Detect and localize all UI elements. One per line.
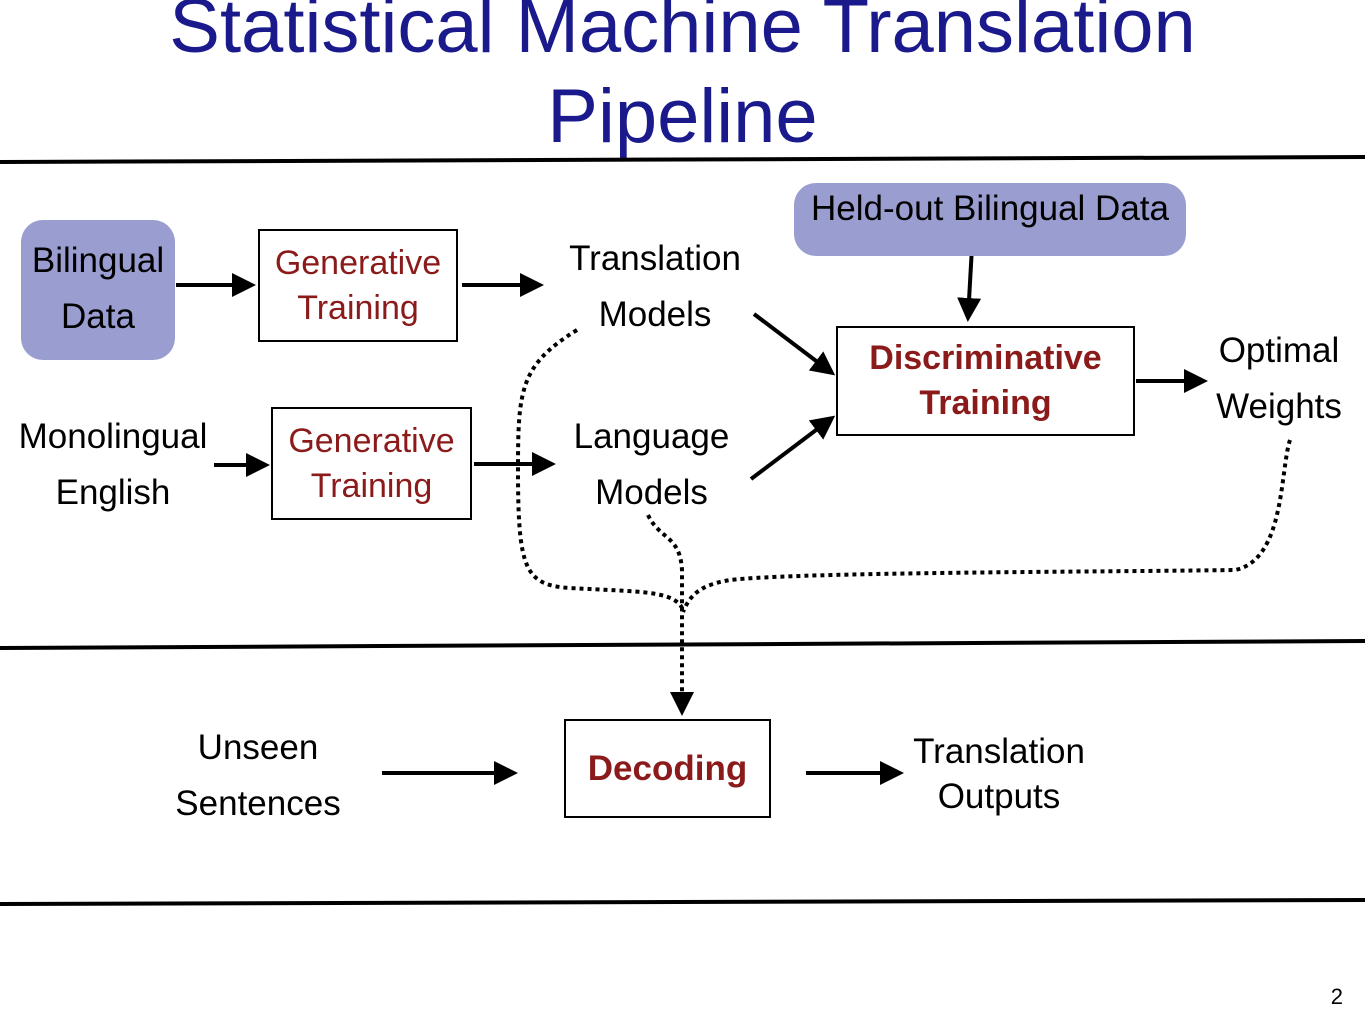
- monolingual-english-line-1: Monolingual: [18, 417, 208, 456]
- decoding-label: Decoding: [587, 749, 748, 788]
- title-line-2: Pipeline: [547, 74, 818, 159]
- generative-training-box-1: Generative Training: [258, 229, 458, 342]
- bilingual-data-line-2: Data: [61, 297, 135, 336]
- dotted-weights-to-decoding: [681, 439, 1292, 613]
- monolingual-english-label: Monolingual English: [4, 409, 222, 521]
- translation-models-line-2: Models: [598, 295, 712, 334]
- divider-line-top: [0, 155, 1365, 164]
- discriminative-training-box: Discriminative Training: [836, 326, 1135, 436]
- held-out-data-label: Held-out Bilingual Data: [811, 189, 1169, 228]
- page-number: 2: [1330, 984, 1343, 1009]
- optimal-weights-line-1: Optimal: [1218, 331, 1340, 370]
- divider-line-bottom: [0, 898, 1365, 906]
- generative-training-2-line-2: Training: [310, 466, 433, 505]
- translation-outputs-label: Translation Outputs: [894, 729, 1104, 819]
- divider-line-middle: [0, 639, 1365, 650]
- translation-models-label: Translation Models: [552, 231, 758, 343]
- discriminative-training-line-2: Training: [919, 384, 1052, 422]
- optimal-weights-line-2: Weights: [1216, 387, 1342, 426]
- discriminative-training-line-1: Discriminative: [869, 339, 1102, 377]
- unseen-sentences-line-1: Unseen: [197, 728, 319, 767]
- slide-title: Statistical Machine Translation Pipeline: [0, 0, 1365, 162]
- dotted-language-models-to-decoding: [646, 514, 694, 716]
- optimal-weights-label: Optimal Weights: [1196, 323, 1362, 435]
- translation-outputs-line-2: Outputs: [937, 777, 1061, 816]
- generative-training-box-2: Generative Training: [271, 407, 472, 520]
- language-models-label: Language Models: [550, 409, 753, 521]
- title-line-1: Statistical Machine Translation: [169, 0, 1196, 69]
- generative-training-1-line-1: Generative: [274, 243, 442, 282]
- language-models-line-2: Models: [595, 473, 708, 512]
- generative-training-1-line-2: Training: [297, 288, 419, 327]
- dotted-translation-models-to-decoding: [515, 328, 685, 611]
- translation-outputs-line-1: Translation: [913, 732, 1085, 771]
- bilingual-data-line-1: Bilingual: [31, 241, 165, 280]
- translation-models-line-1: Translation: [569, 239, 741, 278]
- generative-training-2-line-1: Generative: [288, 421, 455, 460]
- unseen-sentences-line-2: Sentences: [175, 784, 341, 823]
- language-models-line-1: Language: [573, 417, 730, 456]
- arrow-translation-models-to-discriminative: [752, 312, 836, 376]
- unseen-sentences-label: Unseen Sentences: [158, 720, 358, 832]
- bilingual-data-box: Bilingual Data: [21, 220, 175, 360]
- decoding-box: Decoding: [564, 719, 771, 818]
- arrow-language-models-to-discriminative: [749, 415, 836, 481]
- held-out-data-box: Held-out Bilingual Data: [794, 183, 1186, 256]
- monolingual-english-line-2: English: [55, 473, 171, 512]
- arrow-heldout-to-discriminative: [957, 246, 982, 322]
